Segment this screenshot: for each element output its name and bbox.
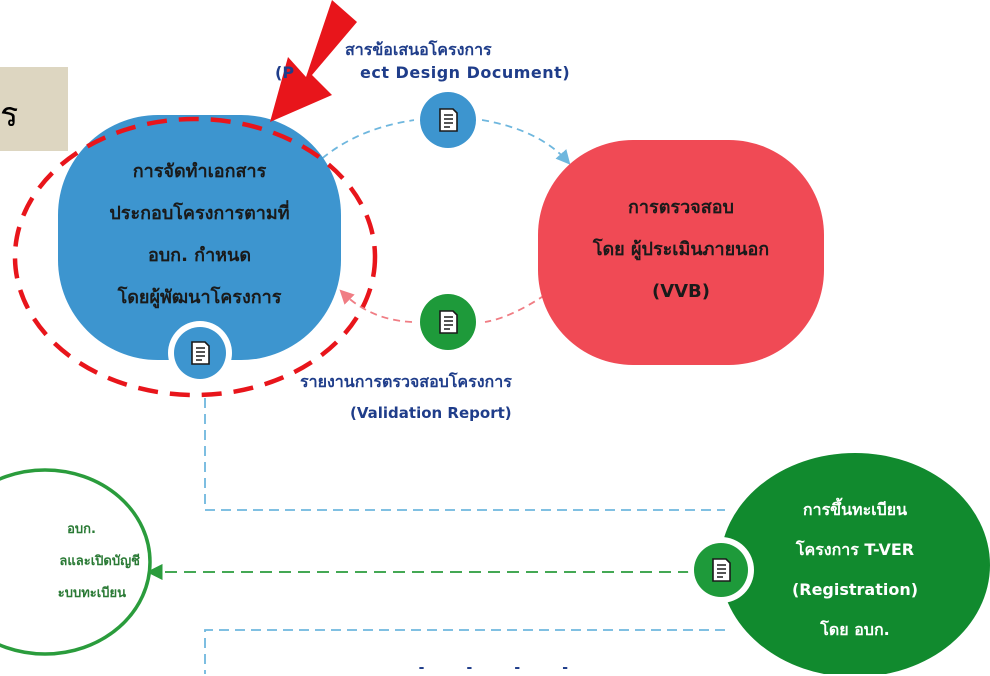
- pdd-caption-line-2: ect Design Document): [360, 63, 571, 82]
- side-tab-text: ร: [0, 95, 19, 135]
- registration-node-shape: [720, 453, 990, 674]
- registration-line-2: โครงการ T-VER: [795, 540, 915, 559]
- bottom-cropped-caption: ⁃ ⁃ ⁃ ⁃: [418, 660, 587, 676]
- developer-node-shape: [58, 115, 341, 360]
- developer-line-2: ประกอบโครงการตามที่: [109, 203, 290, 224]
- tgo-node-shape: [0, 468, 152, 656]
- vvb-node-label: การตรวจสอบ โดย ผู้ประเมินภายนอก (VVB): [538, 185, 824, 315]
- tgo-line-1: อบก.: [67, 522, 96, 537]
- document-icon: [688, 537, 754, 603]
- registration-line-4: โดย อบก.: [820, 620, 890, 639]
- document-icon: [168, 321, 232, 385]
- tgo-line-3: ะบบทะเบียน: [57, 586, 126, 601]
- validation-caption-line-1: รายงานการตรวจสอบโครงการ: [300, 372, 512, 391]
- registration-line-1: การขึ้นทะเบียน: [802, 500, 908, 519]
- developer-node-label: การจัดทำเอกสาร ประกอบโครงการตามที่ อบก. …: [58, 150, 341, 320]
- developer-line-1: การจัดทำเอกสาร: [132, 161, 267, 182]
- arrow-icon: [270, 0, 357, 122]
- connector-dev-to-registration: [204, 398, 725, 511]
- connector-registration-bottom: [204, 629, 725, 674]
- document-icon: [414, 288, 482, 356]
- connector-pdd-to-vvb: [481, 119, 571, 165]
- tgo-node-label: อบก. ลและเปิดบัญชี ะบบทะเบียน: [0, 512, 140, 612]
- vvb-line-2: โดย ผู้ประเมินภายนอก: [592, 239, 770, 260]
- vvb-line-1: การตรวจสอบ: [628, 197, 734, 218]
- vvb-line-3: (VVB): [651, 281, 711, 302]
- validation-caption-line-2: (Validation Report): [350, 404, 512, 422]
- registration-node-label: การขึ้นทะเบียน โครงการ T-VER (Registrati…: [750, 490, 960, 650]
- registration-line-3: (Registration): [791, 580, 919, 599]
- document-icon: [414, 86, 482, 154]
- connector-report-to-dev: [339, 289, 413, 323]
- pdd-caption-line-1: สารข้อเสนอโครงการ: [345, 40, 492, 59]
- developer-line-4: โดยผู้พัฒนาโครงการ: [117, 287, 282, 308]
- vvb-node-shape: [538, 140, 824, 365]
- pdd-caption-prefix: (P: [275, 63, 295, 82]
- side-tab: ร: [0, 67, 68, 151]
- developer-line-3: อบก. กำหนด: [147, 245, 252, 266]
- highlight-dashed-circle: [12, 116, 378, 398]
- tgo-line-2: ลและเปิดบัญชี: [59, 554, 140, 569]
- connector-vvb-to-report: [484, 294, 546, 323]
